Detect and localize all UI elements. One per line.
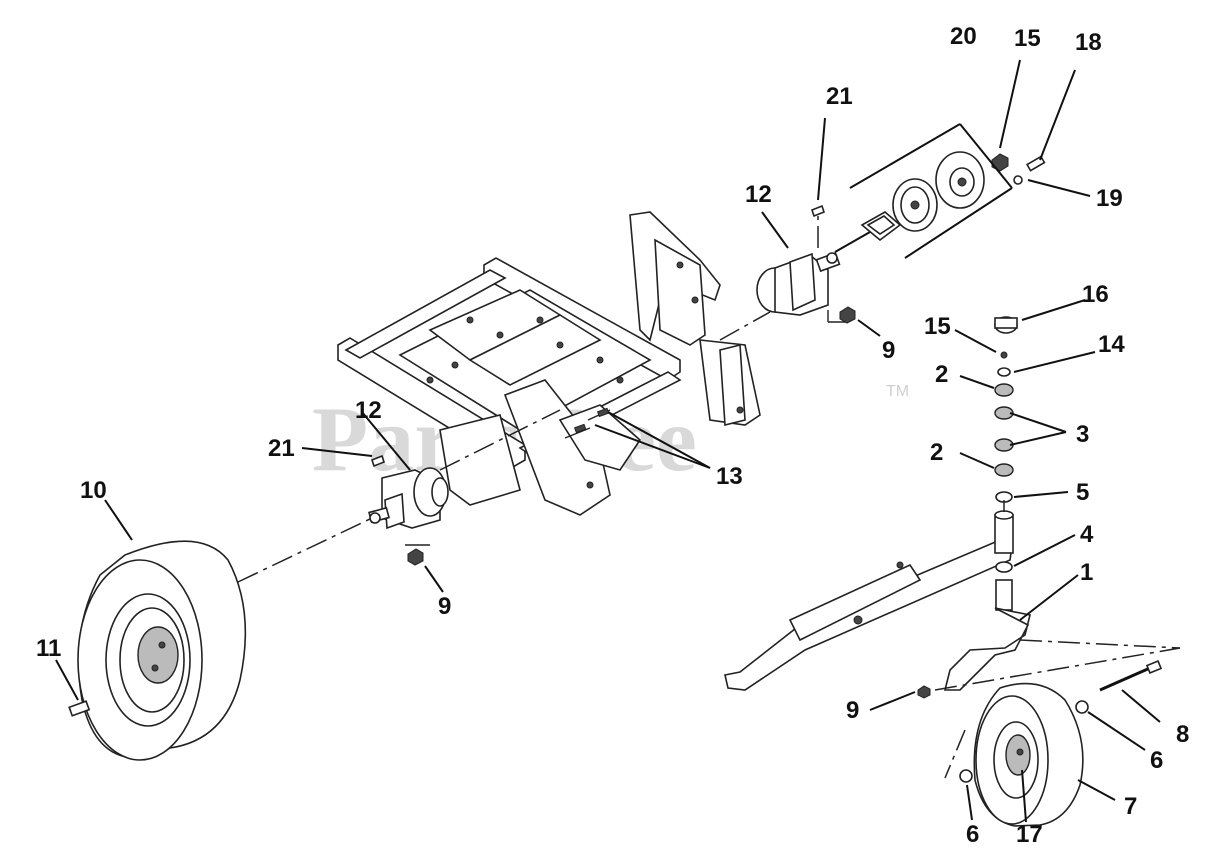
right-wheel-motor — [756, 231, 871, 316]
spacer-right — [1075, 700, 1089, 714]
callout-17: 17 — [1016, 821, 1043, 848]
callout-9-top: 9 — [882, 337, 895, 364]
callout-5: 5 — [1076, 479, 1089, 506]
callout-6-bottom: 6 — [966, 821, 979, 848]
brake-hub-assembly — [860, 151, 985, 242]
caster-wheel — [973, 682, 1084, 827]
callout-19: 19 — [1096, 185, 1123, 212]
callout-2-top: 2 — [935, 361, 948, 388]
callout-3: 3 — [1076, 421, 1089, 448]
callout-14: 14 — [1098, 331, 1125, 358]
left-hex-nut — [407, 548, 424, 566]
callout-4: 4 — [1080, 521, 1094, 548]
spacer-left — [959, 769, 973, 783]
callout-8: 8 — [1176, 721, 1189, 748]
watermark-trademark: TM — [886, 383, 909, 400]
callout-21-top: 21 — [826, 83, 853, 110]
callout-2-bottom: 2 — [930, 439, 943, 466]
callout-1: 1 — [1080, 559, 1093, 586]
callout-12-bottom: 12 — [355, 397, 382, 424]
left-key — [371, 454, 385, 468]
callout-6-right: 6 — [1150, 747, 1163, 774]
hub-nut — [991, 153, 1009, 172]
leader-lines — [55, 59, 1161, 823]
hub-washer — [1013, 175, 1023, 185]
fork-nut — [917, 685, 931, 699]
chassis-frame — [337, 211, 761, 516]
hub-bolt — [1025, 155, 1046, 172]
callout-15-top: 15 — [1014, 25, 1041, 52]
caster-axle-bolt — [1099, 660, 1163, 692]
right-hex-nut — [839, 306, 856, 324]
caster-fork — [943, 579, 1031, 691]
callout-12-top: 12 — [745, 181, 772, 208]
left-wheel-motor — [368, 467, 449, 530]
callout-18: 18 — [1075, 29, 1102, 56]
callout-11: 11 — [36, 635, 61, 662]
callout-15-mid: 15 — [924, 313, 951, 340]
front-axle-beam — [724, 510, 1014, 691]
callout-10: 10 — [80, 477, 107, 504]
left-rear-wheel — [77, 540, 247, 761]
callout-7: 7 — [1124, 793, 1137, 820]
lug-bolt — [68, 700, 91, 717]
callout-20: 20 — [950, 23, 977, 50]
callout-9-left: 9 — [438, 593, 451, 620]
spindle-stack — [994, 316, 1018, 573]
callout-13: 13 — [716, 463, 743, 490]
callout-9-bottom: 9 — [846, 697, 859, 724]
callout-21-bottom: 21 — [268, 435, 295, 462]
callout-16: 16 — [1082, 281, 1109, 308]
right-key — [811, 204, 825, 218]
